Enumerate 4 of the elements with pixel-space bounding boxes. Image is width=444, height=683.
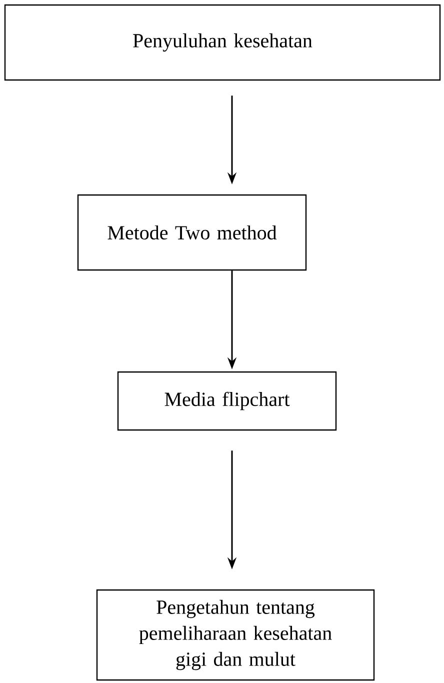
process-box: Penyuluhan kesehatan — [4, 4, 441, 81]
process-box: Metode Two method — [77, 194, 307, 271]
process-box: Media flipchart — [117, 371, 337, 431]
process-box: Pengetahun tentang pemeliharaan kesehatan gigi dan mulut — [96, 589, 375, 681]
